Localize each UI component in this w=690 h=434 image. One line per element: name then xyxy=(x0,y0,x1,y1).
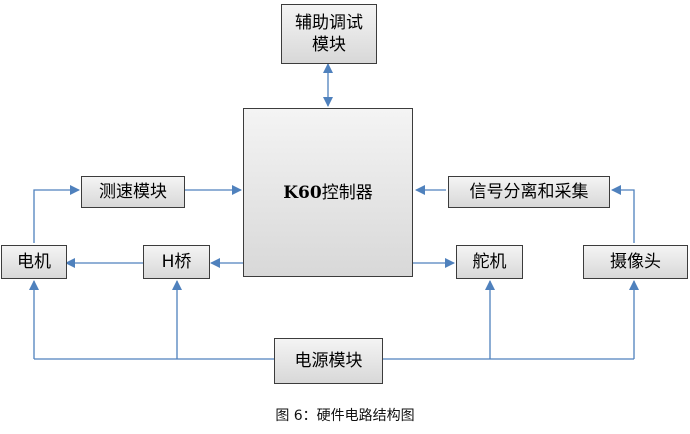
motor-label: 电机 xyxy=(17,252,51,272)
motor-box: 电机 xyxy=(1,245,67,279)
power-module-box: 电源模块 xyxy=(274,338,383,384)
camera-label: 摄像头 xyxy=(610,252,661,272)
servo-label: 舵机 xyxy=(472,252,507,272)
figure-caption: 图 6：硬件电路结构图 xyxy=(275,408,415,424)
hbridge-label: H桥 xyxy=(161,252,192,272)
arrow-motor-speed xyxy=(33,185,80,243)
speed-module-label: 测速模块 xyxy=(99,182,167,202)
controller-box: K60控制器 xyxy=(243,108,413,277)
servo-box: 舵机 xyxy=(456,245,523,279)
controller-label: K60控制器 xyxy=(283,182,372,204)
signal-module-box: 信号分离和采集 xyxy=(448,176,610,208)
debug-module-label: 辅助调试 模块 xyxy=(295,13,363,55)
arrow-camera-signal xyxy=(611,185,635,243)
camera-box: 摄像头 xyxy=(583,245,688,279)
controller-label-suffix: 控制器 xyxy=(321,182,373,203)
hbridge-box: H桥 xyxy=(143,245,210,279)
speed-module-box: 测速模块 xyxy=(81,176,185,208)
debug-module-box: 辅助调试 模块 xyxy=(281,4,377,64)
signal-module-label: 信号分离和采集 xyxy=(469,182,589,202)
power-module-label: 电源模块 xyxy=(294,351,363,371)
controller-label-prefix: K60 xyxy=(283,182,322,203)
